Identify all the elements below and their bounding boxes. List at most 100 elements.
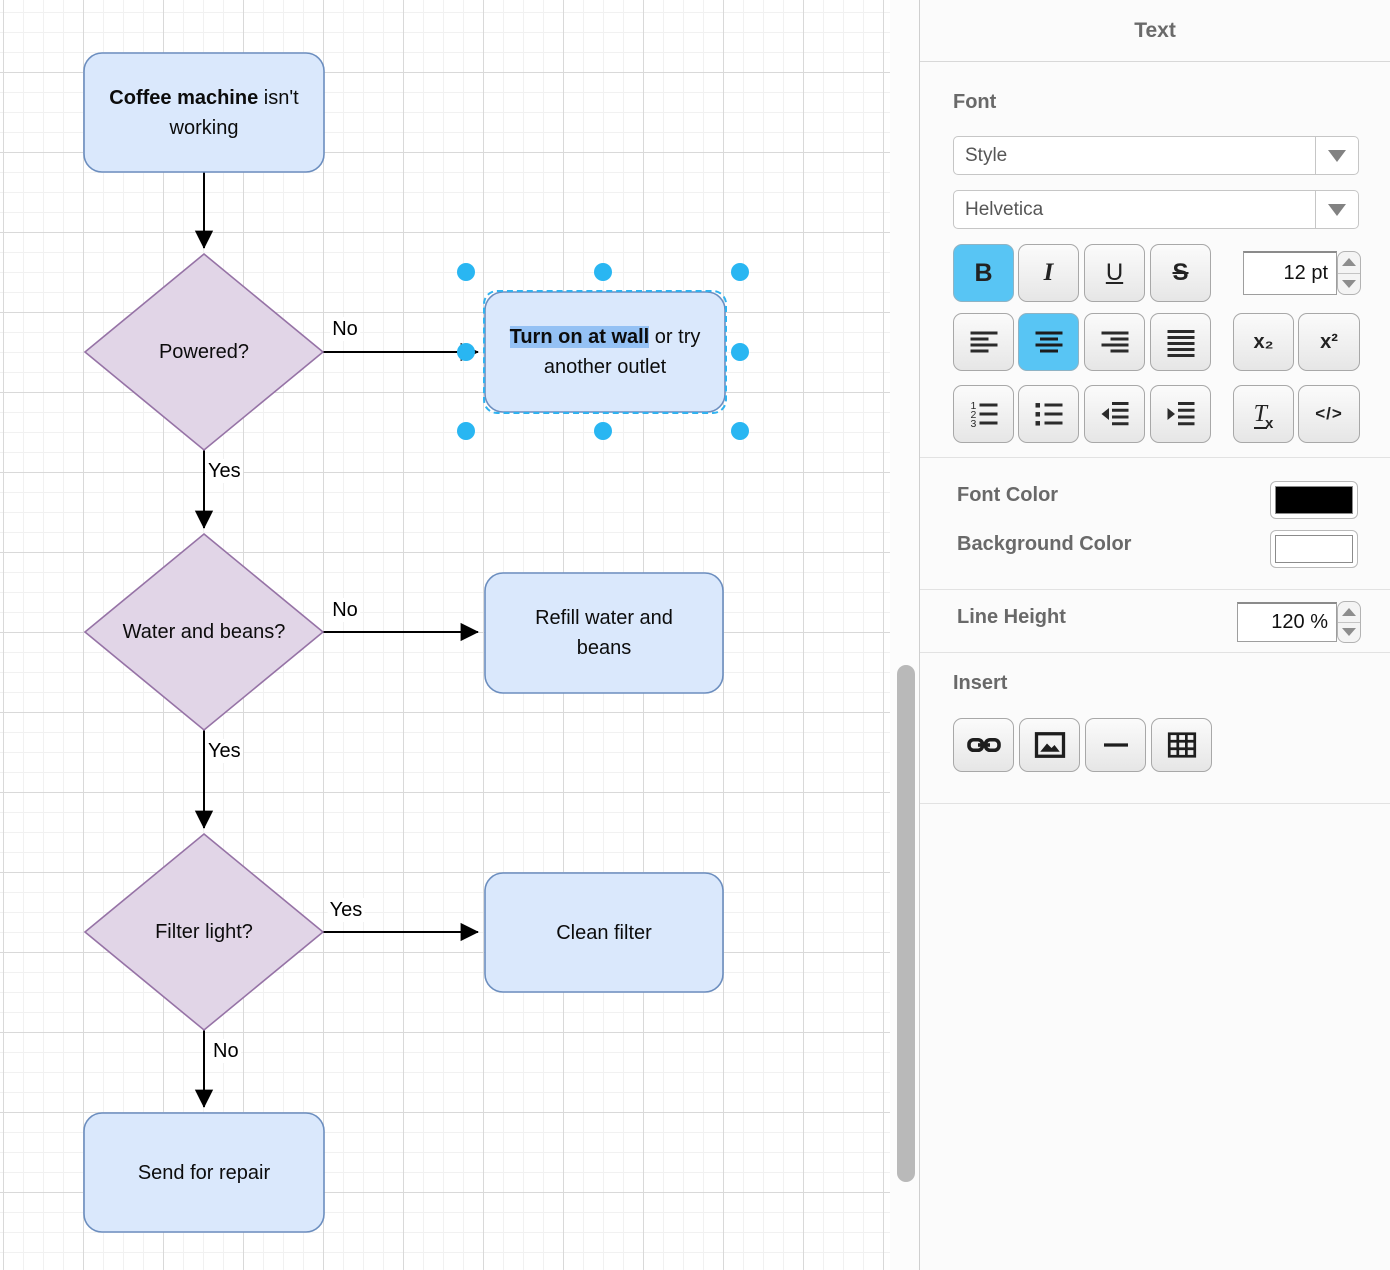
stepper-down-icon[interactable]: [1338, 623, 1360, 643]
selection-handle-e[interactable]: [731, 343, 749, 361]
node-clean-shape[interactable]: [484, 872, 724, 993]
html-code-icon: </>: [1315, 404, 1343, 423]
bold-icon: B: [974, 258, 993, 287]
line-height-input[interactable]: 120 %: [1237, 602, 1337, 642]
node-powered-label[interactable]: Powered?: [158, 341, 250, 363]
selection-handle-sw[interactable]: [457, 422, 475, 440]
clear-formatting-icon: Tx: [1253, 400, 1274, 432]
align-justify-button[interactable]: [1150, 313, 1211, 371]
node-start-shape[interactable]: [83, 52, 325, 173]
horizontal-rule-icon: [1103, 743, 1128, 747]
node-filter-label[interactable]: Filter light?: [155, 921, 253, 943]
node-refill-shape[interactable]: [484, 572, 724, 694]
clear-formatting-button[interactable]: Tx: [1233, 385, 1294, 443]
insert-image-button[interactable]: [1019, 718, 1080, 772]
svg-text:1: 1: [970, 400, 976, 412]
superscript-icon: x²: [1320, 330, 1338, 353]
panel-divider: [920, 589, 1390, 590]
outdent-button[interactable]: [1084, 385, 1145, 443]
text-selection-highlight: Turn on at wall: [509, 326, 650, 348]
node-repair-label[interactable]: Send for repair: [137, 1161, 271, 1184]
line-height-stepper[interactable]: [1337, 601, 1361, 643]
superscript-button[interactable]: x²: [1298, 313, 1360, 371]
stepper-up-icon[interactable]: [1338, 252, 1360, 274]
edge-label-filter-yes[interactable]: Yes: [327, 898, 365, 922]
node-filter-shape[interactable]: [83, 832, 325, 1032]
node-water-shape[interactable]: [83, 532, 325, 732]
align-center-button[interactable]: [1018, 313, 1079, 371]
node-powered-shape[interactable]: [83, 252, 325, 452]
format-panel: Text Font Style Helvetica B I U S 12 pt …: [919, 0, 1390, 1270]
selection-handle-nw[interactable]: [457, 263, 475, 281]
bullet-list-button[interactable]: [1018, 385, 1079, 443]
node-start-label[interactable]: Coffee machine isn't working: [84, 53, 324, 172]
selection-outline: [483, 290, 727, 414]
bullet-list-icon: [1035, 403, 1062, 426]
edge-label-powered-no[interactable]: No: [330, 317, 360, 341]
font-style-select[interactable]: Style: [953, 136, 1359, 175]
diagram-canvas[interactable]: Coffee machine isn't working Powered? Tu…: [0, 0, 890, 1270]
subscript-icon: x₂: [1253, 330, 1274, 353]
node-clean-label[interactable]: Clean filter: [556, 921, 652, 944]
node-start-label-rest: isn't working: [169, 86, 299, 139]
node-turn-on-label[interactable]: Turn on at wall or try another outlet: [485, 292, 725, 412]
indent-icon: [1167, 402, 1194, 426]
selection-handle-w[interactable]: [457, 343, 475, 361]
ordered-list-icon: 123: [970, 400, 997, 430]
align-right-button[interactable]: [1084, 313, 1145, 371]
edge-label-filter-no[interactable]: No: [211, 1039, 241, 1063]
font-family-select[interactable]: Helvetica: [953, 190, 1359, 229]
strikethrough-icon: S: [1172, 259, 1189, 286]
underline-button[interactable]: U: [1084, 244, 1145, 302]
font-color-label: Font Color: [957, 484, 1059, 506]
align-justify-icon: [1167, 330, 1194, 357]
stepper-up-icon[interactable]: [1338, 602, 1360, 623]
insert-table-button[interactable]: [1151, 718, 1212, 772]
italic-button[interactable]: I: [1018, 244, 1079, 302]
font-style-select-value: Style: [965, 144, 1008, 166]
node-refill-label[interactable]: Refill water and beans: [535, 607, 673, 659]
selection-handle-ne[interactable]: [731, 263, 749, 281]
font-size-input[interactable]: 12 pt: [1243, 251, 1337, 295]
background-color-swatch[interactable]: [1270, 530, 1358, 568]
vertical-scrollbar-thumb[interactable]: [897, 665, 915, 1182]
outdent-icon: [1101, 402, 1128, 426]
insert-horizontal-rule-button[interactable]: [1085, 718, 1146, 772]
font-section-label: Font: [953, 91, 997, 113]
svg-text:2: 2: [970, 409, 976, 421]
underline-icon: U: [1105, 259, 1124, 286]
subscript-button[interactable]: x₂: [1233, 313, 1294, 371]
panel-divider: [920, 803, 1390, 804]
indent-button[interactable]: [1150, 385, 1211, 443]
image-icon: [1034, 732, 1065, 758]
insert-section-label: Insert: [953, 672, 1008, 694]
edge-label-water-yes[interactable]: Yes: [206, 739, 243, 763]
panel-divider: [920, 652, 1390, 653]
node-turn-on-label-bold: Turn on at wall: [509, 326, 650, 348]
chevron-down-icon: [1315, 191, 1358, 228]
font-color-swatch[interactable]: [1270, 481, 1358, 519]
italic-icon: I: [1043, 259, 1054, 286]
selection-handle-s[interactable]: [594, 422, 612, 440]
background-color-label: Background Color: [957, 533, 1132, 555]
html-code-button[interactable]: </>: [1298, 385, 1360, 443]
flowchart-shapes: [83, 52, 726, 1233]
strikethrough-button[interactable]: S: [1150, 244, 1211, 302]
align-center-icon: [1035, 331, 1062, 353]
bold-button[interactable]: B: [953, 244, 1014, 302]
selection-handle-n[interactable]: [594, 263, 612, 281]
font-family-select-value: Helvetica: [965, 198, 1044, 220]
table-icon: [1167, 732, 1196, 758]
selection-handle-se[interactable]: [731, 422, 749, 440]
edge-label-water-no[interactable]: No: [330, 598, 360, 622]
node-repair-shape[interactable]: [83, 1112, 325, 1233]
panel-divider: [920, 457, 1390, 458]
node-water-label[interactable]: Water and beans?: [122, 621, 286, 643]
insert-link-button[interactable]: [953, 718, 1014, 772]
font-size-stepper[interactable]: [1337, 251, 1361, 295]
edge-label-powered-yes[interactable]: Yes: [206, 459, 243, 483]
panel-tab-text[interactable]: Text: [920, 0, 1390, 62]
align-left-button[interactable]: [953, 313, 1014, 371]
stepper-down-icon[interactable]: [1338, 274, 1360, 295]
